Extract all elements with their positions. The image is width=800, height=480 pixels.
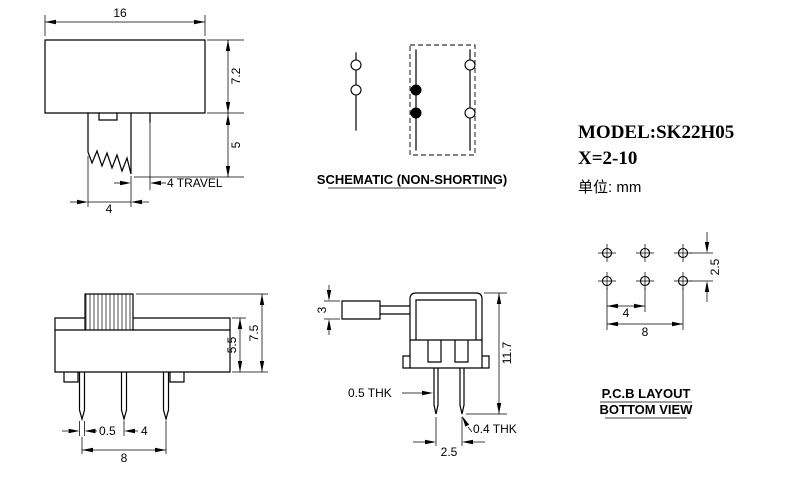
switch-housing-dashed-box bbox=[409, 44, 476, 156]
pcb-layout-view: 2.5 4 8 P.C.B LAYOUT BOTTOM VIEW bbox=[598, 232, 722, 419]
dim-col-pitch-label: 4 bbox=[623, 306, 630, 320]
terminal-open-circle bbox=[464, 107, 476, 119]
terminal-open-circle bbox=[350, 59, 362, 71]
dim-knob-height-label: 5 bbox=[229, 141, 243, 148]
dim-pin-pitch-label: 4 bbox=[141, 424, 148, 438]
pcb-dimension-lines bbox=[600, 232, 713, 419]
schematic-view: SCHEMATIC (NON-SHORTING) bbox=[317, 44, 507, 189]
switch-body-outline bbox=[44, 39, 206, 114]
side-dimension-lines bbox=[62, 293, 268, 454]
terminal-open-circle bbox=[464, 59, 476, 71]
dim-knob-thickness-label: 3 bbox=[315, 306, 329, 313]
end-dimension-lines bbox=[324, 285, 507, 446]
dim-travel-label: 4 TRAVEL bbox=[167, 176, 223, 190]
dim-body-height-label: 7.2 bbox=[229, 67, 243, 84]
dim-row-pitch-label: 2.5 bbox=[708, 258, 722, 275]
pad-crosshairs bbox=[598, 244, 692, 290]
side-body-and-pins-outline bbox=[54, 317, 231, 422]
end-view: 3 11.7 0.5 THK 0.4 THK 2.5 bbox=[315, 285, 517, 459]
contact-filled-circle bbox=[410, 84, 422, 96]
dim-pin-thickness-label: 0.4 THK bbox=[473, 422, 517, 436]
knob-hatched bbox=[84, 293, 134, 331]
dim-total-height-label: 11.7 bbox=[500, 341, 514, 364]
x-spec: X=2-10 bbox=[578, 148, 637, 169]
side-view: 7.5 5.5 0.5 4 8 bbox=[54, 293, 268, 465]
pcb-caption-line2: BOTTOM VIEW bbox=[600, 402, 694, 417]
dim-body-width-label: 16 bbox=[113, 6, 127, 20]
dim-pin-width-label: 0.5 bbox=[99, 424, 116, 438]
dim-cover-thickness-label: 0.5 THK bbox=[348, 386, 392, 400]
contact-filled-circle bbox=[410, 107, 422, 119]
title-block: MODEL:SK22H05 X=2-10 单位: mm bbox=[578, 122, 734, 196]
unit-label: 单位: mm bbox=[578, 179, 641, 196]
dim-col-span-label: 8 bbox=[642, 325, 649, 339]
pcb-caption-line1: P.C.B LAYOUT bbox=[602, 386, 691, 401]
dim-pin-pitch-label: 2.5 bbox=[441, 445, 458, 459]
model-number: MODEL:SK22H05 bbox=[578, 122, 734, 143]
dim-body-height-label: 5.5 bbox=[225, 336, 239, 353]
slider-knob-outline bbox=[87, 112, 151, 175]
front-view: 16 7.2 5 4 TRAVEL 4 bbox=[44, 6, 244, 216]
terminal-open-circle bbox=[350, 84, 362, 96]
dim-total-height-label: 7.5 bbox=[247, 324, 261, 341]
dim-knob-width-label: 4 bbox=[106, 202, 113, 216]
dim-pin-span-label: 8 bbox=[121, 451, 128, 465]
end-body-and-pins-outline bbox=[341, 292, 490, 415]
schematic-caption: SCHEMATIC (NON-SHORTING) bbox=[317, 172, 507, 187]
